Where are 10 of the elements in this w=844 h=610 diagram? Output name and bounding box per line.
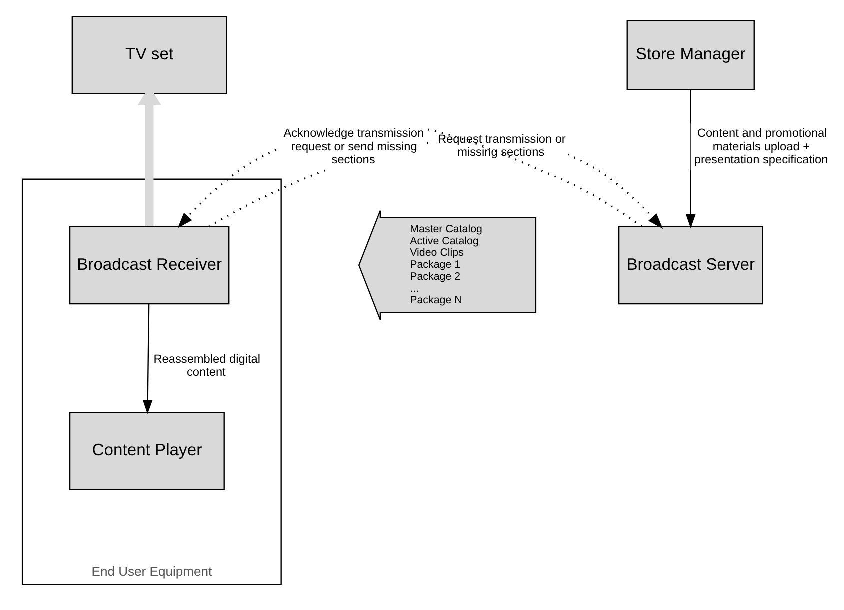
node-box: Broadcast Server [618,226,764,304]
edge-label: Reassembled digital content [154,351,261,378]
node-box: Content Player [69,412,225,490]
node-box: TV set [72,16,228,94]
node-box: Broadcast Receiver [69,226,230,304]
edge-label: Acknowledge transmission request or send missing sections [284,126,424,166]
arrow [686,89,696,228]
edge-label: Content and promotional materials upload + presentation specification [694,126,828,166]
node-box: Store Manager [626,20,755,90]
arrow [142,304,153,414]
